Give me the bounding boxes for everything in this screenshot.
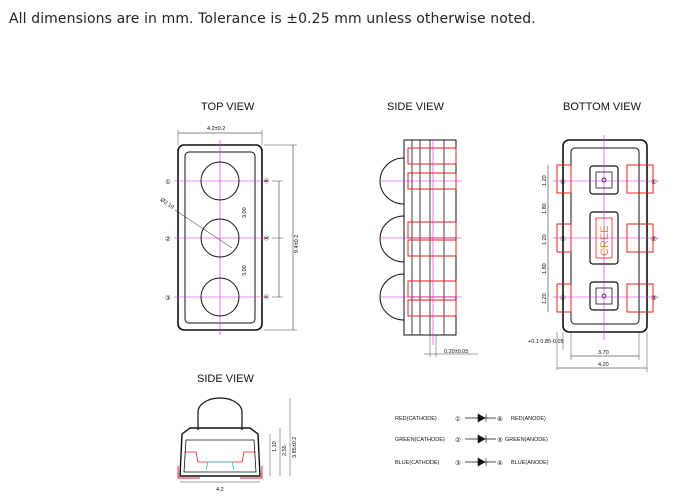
pad-width-dim: 3.70 (598, 350, 609, 356)
schematic-row-2-right: GREEN(ANODE) (505, 437, 548, 443)
side2-body (179, 427, 261, 477)
schematic-row-1-right: RED(ANODE) (511, 416, 546, 422)
schematic-row-1-left: RED(CATHODE) (395, 416, 437, 422)
pad-gap2-dim: 1.80 (542, 263, 548, 274)
total-width-dim: 4.20 (598, 362, 609, 368)
dimension-note: All dimensions are in mm. Tolerance is ±… (9, 11, 536, 27)
schematic-row-2-left: GREEN(CATHODE) (395, 437, 445, 443)
side2-h3-dim: 3.85±0.2 (292, 437, 298, 458)
bottom-pad-4 (556, 283, 572, 313)
pitch-dim-2: 3.00 (242, 265, 248, 276)
bottom-pad-3 (626, 283, 654, 313)
schematic-row-3-right: BLUE(ANODE) (511, 460, 549, 466)
bottom-pin-3: ③ (651, 294, 657, 302)
schematic-row-3-pin-right: ④ (497, 459, 503, 467)
pad-h3-dim: 1.20 (542, 293, 548, 304)
side-lead-dim: 0.20±0.05 (444, 349, 468, 355)
lens-diameter-dim: Ø2.10 (159, 197, 175, 211)
pad-gap1-dim: 1.80 (542, 203, 548, 214)
top-pin-1: ① (165, 178, 171, 186)
schematic-row-1-pin-right: ⑥ (497, 415, 503, 423)
side2-h1-dim: 1.10 (272, 441, 278, 452)
top-width-dim: 4.2±0.2 (207, 126, 225, 132)
top-view: 4.2±0.2 Ø2.10 ① ② ③ ⑥ ⑤ ④ 3.00 3.00 9. (159, 126, 300, 335)
side2-width-dim: 4.2 (216, 487, 224, 493)
bottom-pin-6: ⑥ (560, 178, 566, 186)
top-pin-4: ④ (262, 294, 270, 300)
side-lens-3 (379, 273, 405, 321)
total-height-dim: 9.4±0.2 (294, 235, 300, 253)
schematic-row-3-pin-left: ③ (455, 459, 461, 467)
top-lens-1 (200, 161, 240, 201)
side-lens-2 (379, 215, 405, 263)
bottom-pin-2: ② (651, 235, 657, 243)
bottom-pin-5: ⑤ (560, 235, 566, 243)
brand-mark: CREE (599, 225, 611, 256)
bottom-pin-1: ① (651, 178, 657, 186)
side-lens-1 (379, 157, 405, 205)
pitch-dim-1: 3.00 (242, 207, 248, 218)
side2-h2-dim: 2.55 (282, 445, 288, 456)
side-view-2-title: SIDE VIEW (197, 373, 254, 385)
bottom-pad-1 (626, 164, 654, 194)
side2-lens (197, 397, 243, 430)
top-lens-2 (200, 218, 240, 258)
bottom-view-body (562, 139, 648, 333)
top-pin-6: ⑥ (262, 178, 270, 184)
bottom-view-title: BOTTOM VIEW (563, 101, 642, 113)
top-view-title: TOP VIEW (201, 101, 255, 113)
pin-schematic: RED(CATHODE) ① ⑥ RED(ANODE) GREEN(CATHOD… (395, 413, 549, 467)
top-pin-3: ③ (165, 294, 171, 302)
top-pin-5: ⑤ (262, 235, 270, 241)
bottom-pin-4: ④ (560, 294, 566, 302)
schematic-row-1-pin-left: ① (455, 415, 461, 423)
offset-dim: +0.1 0.85-0.05 (528, 339, 564, 345)
pad-h2-dim: 1.20 (542, 234, 548, 245)
bottom-view: CREE ⑥ ⑤ ④ ① ② ③ 1.20 1.80 1.20 1.80 1.2… (528, 135, 659, 372)
side-view-title: SIDE VIEW (387, 101, 444, 113)
pad-h1-dim: 1.20 (542, 175, 548, 186)
schematic-row-2-pin-right: ⑤ (497, 436, 503, 444)
side-view: 0.20±0.05 (379, 139, 478, 357)
top-lens-3 (200, 277, 240, 317)
schematic-row-2-pin-left: ② (455, 436, 461, 444)
top-pin-2: ② (165, 235, 171, 243)
bottom-pad-6 (556, 164, 572, 194)
schematic-row-3-left: BLUE(CATHODE) (395, 460, 440, 466)
side-terminal-1 (407, 147, 457, 165)
side-view-2: 1.10 2.55 3.85±0.2 4.2 (177, 397, 298, 493)
